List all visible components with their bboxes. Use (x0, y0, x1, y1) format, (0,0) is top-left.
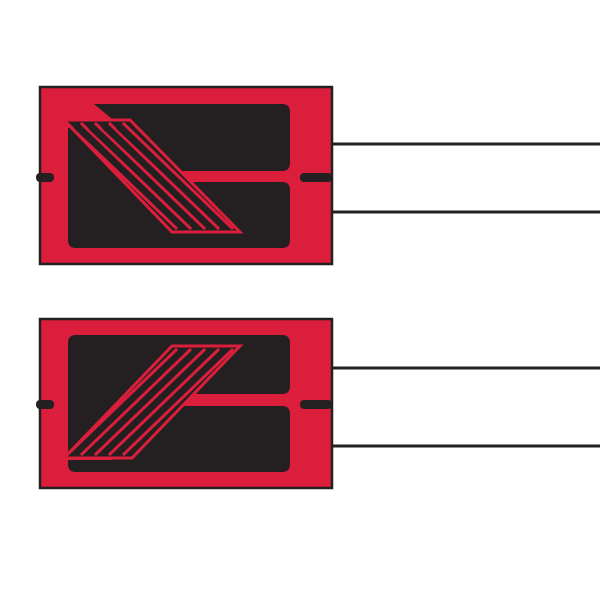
alignment-mark-left-1 (36, 173, 54, 182)
alignment-mark-right-2 (300, 400, 332, 409)
alignment-mark-left-2 (36, 400, 54, 409)
carrier-outline-1 (38, 85, 334, 266)
strain-gauge-1 (36, 85, 600, 266)
resistive-grid-2 (60, 344, 244, 460)
alignment-mark-right-1 (300, 173, 332, 182)
carrier-outline-2 (38, 317, 334, 490)
resistive-grid-1 (60, 118, 244, 234)
strain-gauge-2 (36, 317, 600, 490)
